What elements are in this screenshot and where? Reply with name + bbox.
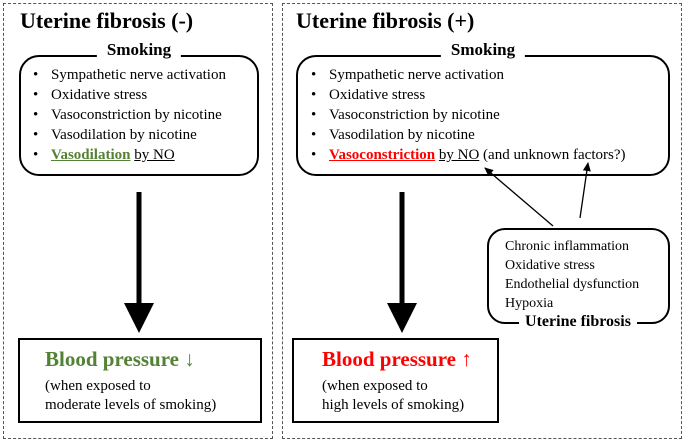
left-result-sub1: (when exposed to — [45, 378, 151, 394]
left-panel — [3, 3, 273, 439]
right-panel — [282, 3, 682, 439]
left-factor-item: Oxidative stress — [33, 85, 226, 105]
right-result-sub1: (when exposed to — [322, 378, 428, 394]
left-result-box — [18, 338, 262, 423]
right-factor-item-no: Vasoconstriction by NO (and unknown fact… — [311, 145, 626, 165]
by-no-text: by NO — [438, 147, 480, 163]
left-factor-item: Vasodilation by nicotine — [33, 125, 226, 145]
right-factor-item: Oxidative stress — [311, 85, 626, 105]
left-factor-item: Vasoconstriction by nicotine — [33, 105, 226, 125]
blood-pressure-decrease: Blood pressure ↓ — [45, 347, 195, 371]
fibrosis-title: Uterine fibrosis — [519, 313, 637, 331]
left-factor-list: Sympathetic nerve activation Oxidative s… — [33, 65, 226, 165]
left-result-sub2: moderate levels of smoking) — [45, 397, 217, 413]
right-factor-item: Vasoconstriction by nicotine — [311, 105, 626, 125]
fibrosis-item: Hypoxia — [505, 296, 554, 311]
fibrosis-item: Endothelial dysfunction — [505, 277, 640, 292]
vasoconstriction-highlight: Vasoconstriction — [329, 147, 436, 163]
right-panel-title: Uterine fibrosis (+) — [296, 8, 475, 33]
left-panel-title: Uterine fibrosis (-) — [20, 8, 194, 33]
fibrosis-list: Chronic inflammation Oxidative stress En… — [505, 237, 639, 313]
by-no-text: by NO — [134, 147, 175, 163]
right-result-sub2: high levels of smoking) — [322, 397, 465, 413]
left-factor-item-no: Vasodilation by NO — [33, 145, 226, 165]
right-factor-item: Sympathetic nerve activation — [311, 65, 626, 85]
right-factor-item: Vasodilation by nicotine — [311, 125, 626, 145]
fibrosis-item: Oxidative stress — [505, 258, 595, 273]
right-result-box — [292, 338, 499, 423]
blood-pressure-increase: Blood pressure ↑ — [322, 347, 472, 371]
right-smoking-title: Smoking — [440, 40, 526, 60]
left-smoking-title: Smoking — [96, 40, 182, 60]
unknown-factors-text: (and unknown factors?) — [483, 147, 626, 163]
vasodilation-highlight: Vasodilation — [51, 147, 131, 163]
left-factor-item: Sympathetic nerve activation — [33, 65, 226, 85]
fibrosis-item: Chronic inflammation — [505, 239, 630, 254]
right-factor-list: Sympathetic nerve activation Oxidative s… — [311, 65, 626, 165]
